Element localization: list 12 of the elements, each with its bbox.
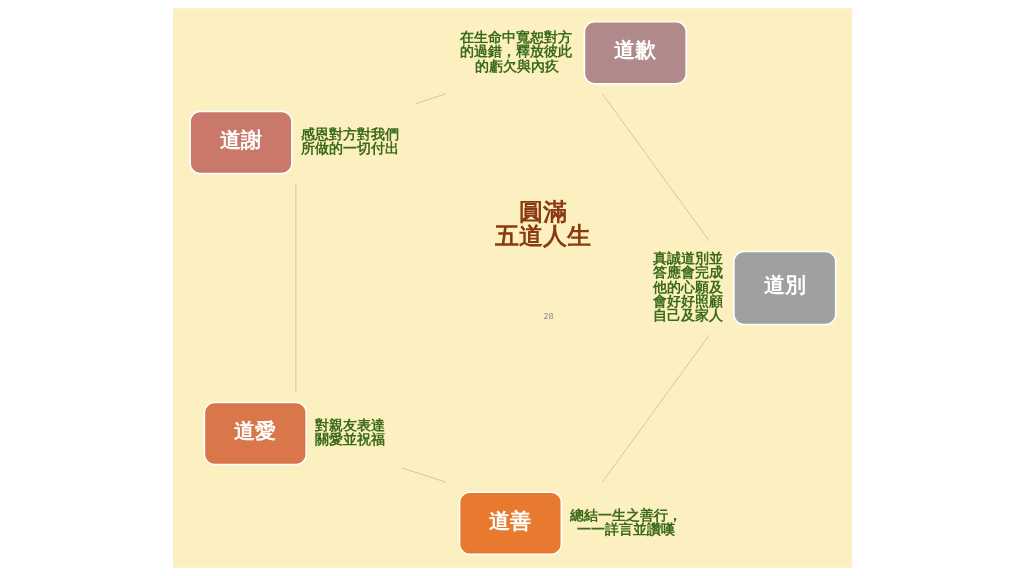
label: 圓滿五道人生	[494, 198, 591, 251]
connector	[400, 467, 446, 483]
node-label: 在生命中寬恕對方的過錯，釋放彼此的虧欠與內疚	[459, 28, 572, 74]
label: 28	[542, 311, 554, 321]
connector	[294, 183, 296, 393]
connector	[414, 93, 446, 105]
node-label: 真誠道別並答應會完成他的心願及會好好照顧自己及家人	[652, 249, 723, 324]
node-label: 總結一生之善行，一一詳言並讚嘆	[569, 506, 682, 537]
connector	[601, 334, 710, 483]
node-label: 感恩對方對我們所做的一切付出	[300, 125, 399, 157]
connector	[601, 93, 710, 242]
node-label: 對親友表達關愛並祝福	[314, 416, 385, 448]
